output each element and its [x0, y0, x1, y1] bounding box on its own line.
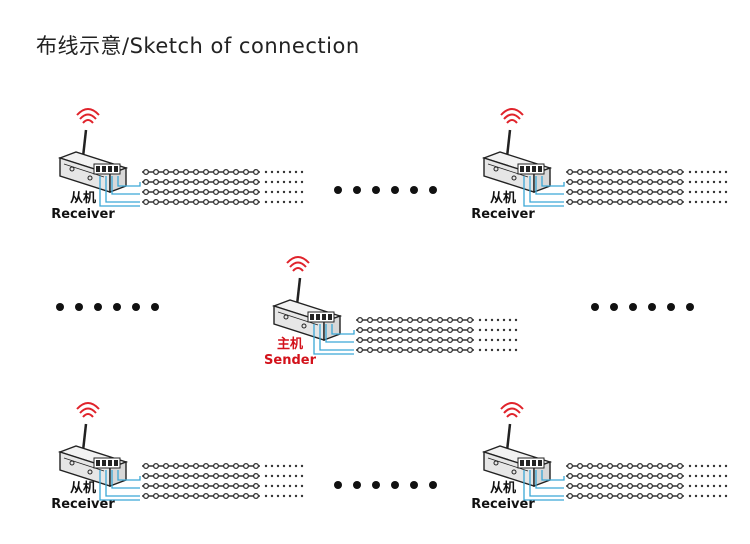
receiver-label-en: Receiver [51, 207, 115, 222]
signal-icon [76, 402, 100, 418]
sender-label-center: 主机 Sender [245, 337, 335, 369]
receiver-label-cn: 从机 [69, 481, 96, 496]
receiver-label-cn: 从机 [489, 191, 516, 206]
ellipsis-middle-right [591, 303, 694, 311]
ellipsis-middle-left [56, 303, 159, 311]
receiver-label-cn: 从机 [489, 481, 516, 496]
receiver-label-bottom-right: 从机 Receiver [458, 481, 548, 513]
sender-label-cn: 主机 [276, 337, 303, 352]
signal-icon [76, 108, 100, 124]
receiver-label-bottom-left: 从机 Receiver [38, 481, 128, 513]
receiver-label-en: Receiver [471, 497, 535, 512]
receiver-label-cn: 从机 [69, 191, 96, 206]
page-title: 布线示意/Sketch of connection [36, 34, 360, 58]
ellipsis-top [334, 186, 437, 194]
ellipsis-bottom [334, 481, 437, 489]
receiver-label-en: Receiver [471, 207, 535, 222]
signal-icon [500, 108, 524, 124]
receiver-label-top-left: 从机 Receiver [38, 191, 128, 223]
receiver-label-top-right: 从机 Receiver [458, 191, 548, 223]
receiver-label-en: Receiver [51, 497, 115, 512]
signal-icon [286, 256, 310, 272]
signal-icon [500, 402, 524, 418]
sender-label-en: Sender [264, 353, 316, 368]
